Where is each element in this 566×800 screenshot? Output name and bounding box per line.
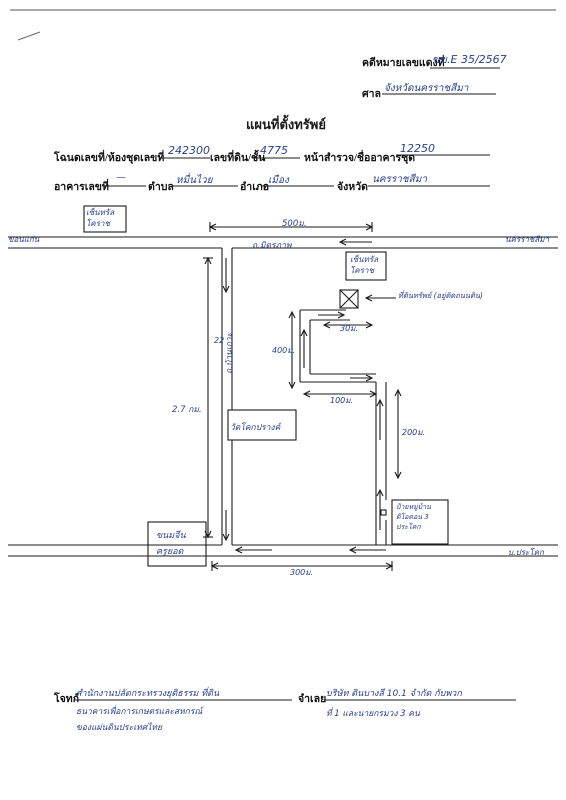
landmark-central-right-line2: โคราช [350,266,374,275]
plaintiff-value: สำนักงานปลัดกระทรวงยุติธรรม ที่ดิน [76,689,220,699]
case-number-label: คดีหมายเลขแดงที่ [362,58,445,69]
plaintiff-line2: ธนาคารเพื่อการเกษตรและสหกรณ์ [76,707,203,717]
district-label: อำเภอ [240,182,270,193]
distance-400m: 400ม. [272,346,296,355]
distance-200m: 200ม. [402,428,426,437]
deed-value: 242300 [168,144,210,157]
court-value: จังหวัดนครราชสีมา [384,83,469,94]
distance-500m: 500ม. [282,219,307,229]
road-left-label: ขอนแก่น [8,235,40,244]
defendant-line2: ที่ 1 และนายกรมวง 3 คน [326,709,420,719]
road-right-label: นครราชสีมา [505,235,549,244]
landmark-central-right: เซ็นทรัล โคราช [350,254,378,276]
landmark-central-left: เซ็นทรัล โคราช [86,207,114,229]
landmark-central-left-line1: เซ็นทรัล [86,208,115,217]
subdistrict-value: หมื่นไวย [176,175,213,186]
landmark-khanomjeen-line2: ครูยอด [156,547,184,557]
case-number-value: ขข.E 35/2567 [432,53,507,66]
land-number-label: เลขที่ดิน/ชั้น [210,153,266,164]
temple-label: วัดโคกปรางค์ [230,423,281,433]
survey-value: 12250 [400,142,435,155]
plaintiff-line3: ของแผ่นดินประเทศไทย [76,723,162,733]
defendant-label: จำเลย [298,694,327,705]
survey-label: หน้าสำรวจ/ชื่ออาคารชุด [304,153,416,164]
distance-300m: 300ม. [290,568,314,577]
distance-30m: 30ม. [340,324,358,333]
district-value: เมือง [268,175,289,186]
village-sign: ป้ายหมู่บ้าน ดิโอดอน 3 ประโคก [396,502,431,532]
page-title: แผนที่ตั้งทรัพย์ [246,117,326,132]
province-value: นครราชสีมา [372,174,427,185]
village-sign-line1: ป้ายหมู่บ้าน [396,503,431,511]
landmark-khanomjeen: ขนมจีน ครูยอด [156,528,186,560]
distance-100m: 100ม. [330,396,354,405]
road-bottom-right-label: บ.ประโคก [508,548,544,557]
village-sign-line2: ดิโอดอน 3 [396,513,429,521]
deed-label: โฉนดเลขที่/ห้องชุดเลขที่ [54,153,165,164]
property-label: ที่ดินทรัพย์ (อยู่ติดถนนดิน) [398,291,483,300]
province-label: จังหวัด [337,182,368,193]
distance-2-7km: 2.7 กม. [172,405,202,415]
landmark-central-left-line2: โคราช [86,219,110,228]
landmark-central-right-line1: เซ็นทรัล [350,255,379,264]
road-mittraphap-label: ถ.มิตรภาพ [252,241,292,251]
road-vertical-number: 22 [214,336,225,345]
building-value: — [116,172,126,183]
village-sign-line3: ประโคก [396,523,421,531]
building-label: อาคารเลขที่ [54,182,109,193]
land-number-value: 4775 [260,144,288,157]
landmark-khanomjeen-line1: ขนมจีน [156,531,186,541]
court-label: ศาล [362,89,381,100]
subdistrict-label: ตำบล [148,182,174,193]
plaintiff-label: โจทก์ [54,694,80,705]
defendant-value: บริษัท ดินบางลี 10.1 จำกัด กับพวก [326,689,462,699]
